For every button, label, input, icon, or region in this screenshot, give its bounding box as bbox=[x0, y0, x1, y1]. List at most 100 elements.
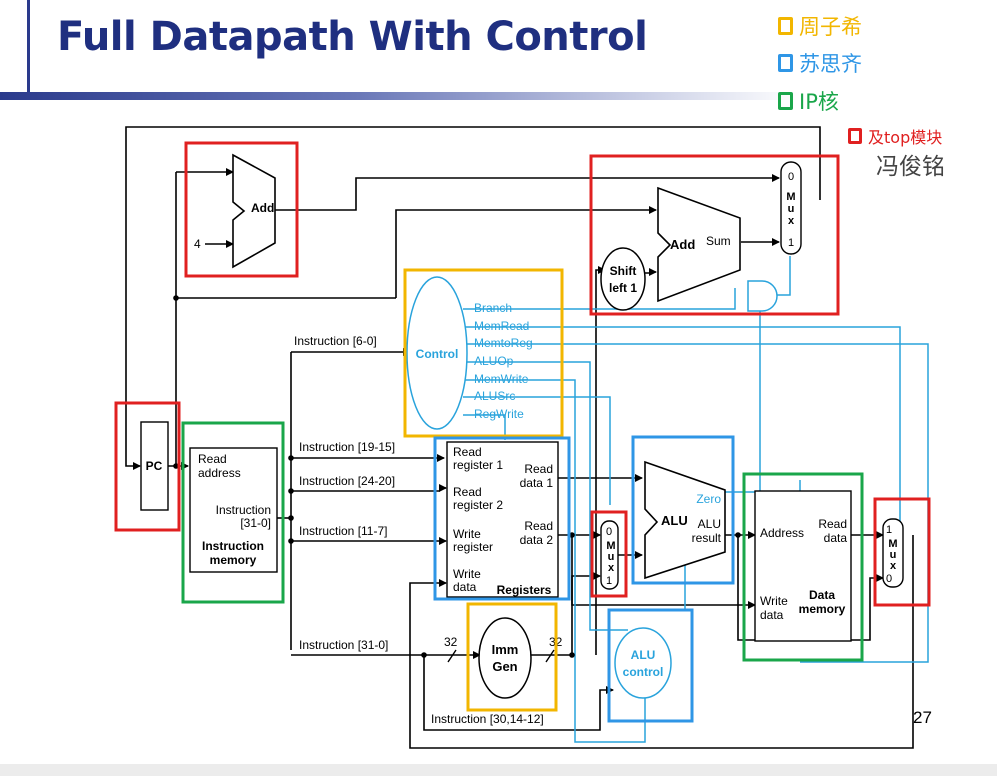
program-counter: PC bbox=[140, 421, 169, 511]
legend-swatch-red bbox=[848, 128, 862, 144]
alu-mux-top: 0 bbox=[606, 526, 612, 538]
reg-read-data-1-b: data 1 bbox=[520, 476, 554, 490]
signal-memtoreg: MemtoReg bbox=[474, 336, 533, 350]
reg-write-data-a: Write bbox=[453, 567, 481, 581]
footer-bar bbox=[0, 764, 997, 776]
reg-read-register-2-b: register 2 bbox=[453, 498, 503, 512]
imem-name-1: Instruction bbox=[202, 539, 264, 553]
alu-zero-label: Zero bbox=[696, 492, 721, 506]
page-number: 27 bbox=[913, 708, 932, 727]
legend-label-blue: 苏思齐 bbox=[799, 52, 862, 76]
title-underline bbox=[0, 92, 800, 100]
pc-label: PC bbox=[146, 459, 163, 473]
imem-instruction-1: Instruction bbox=[216, 503, 271, 517]
reg-read-register-2-a: Read bbox=[453, 485, 482, 499]
box-red-wb-mux bbox=[873, 497, 931, 607]
control-unit: Control bbox=[406, 276, 468, 430]
left-accent-rule bbox=[27, 0, 30, 100]
signal-branch: Branch bbox=[474, 301, 512, 315]
imem-name-2: memory bbox=[210, 553, 257, 567]
alu-control-unit: ALU control bbox=[614, 627, 672, 699]
wb-mux-bottom: 0 bbox=[886, 573, 892, 585]
dmem-read-data-1: Read bbox=[818, 517, 847, 531]
reg-read-data-2-b: data 2 bbox=[520, 533, 554, 547]
register-file: Read register 1 Read register 2 Write re… bbox=[446, 441, 559, 598]
legend-item-green: IP核 bbox=[778, 86, 839, 116]
box-yellow-control bbox=[403, 268, 564, 438]
imm-out-slash bbox=[545, 649, 555, 663]
box-red-pc bbox=[114, 401, 181, 532]
imem-read-address-1: Read bbox=[198, 452, 227, 466]
legend-label-yellow: 周子希 bbox=[799, 15, 862, 39]
signal-regwrite: RegWrite bbox=[474, 407, 524, 421]
label-instr-19-15: Instruction [19-15] bbox=[299, 440, 395, 454]
writeback-mux: 1 M u x 0 bbox=[882, 518, 904, 588]
legend-swatch-yellow bbox=[778, 17, 793, 35]
box-red-branch bbox=[589, 154, 840, 316]
signal-alusrc: ALUSrc bbox=[474, 389, 515, 403]
box-blue-alu-control bbox=[607, 608, 694, 723]
label-instr-6-0: Instruction [6-0] bbox=[294, 334, 377, 348]
and-gate bbox=[747, 280, 778, 312]
box-blue-alu bbox=[631, 435, 735, 585]
label-instr-30-14-12: Instruction [30,14-12] bbox=[431, 712, 544, 726]
alu-mux-x: x bbox=[608, 562, 615, 574]
legend-extra-name: 冯俊铭 bbox=[876, 154, 945, 180]
legend-swatch-green bbox=[778, 92, 793, 110]
branch-mux-u: u bbox=[788, 203, 795, 215]
signal-memread: MemRead bbox=[474, 319, 529, 333]
branch-mux-bottom: 1 bbox=[788, 237, 794, 249]
signal-memwrite: MemWrite bbox=[474, 372, 529, 386]
label-instr-11-7: Instruction [11-7] bbox=[299, 524, 388, 538]
box-yellow-imm-gen bbox=[466, 602, 558, 712]
imm-gen-label-1: Imm bbox=[492, 642, 519, 657]
box-red-pc-adder bbox=[184, 141, 299, 278]
data-memory: Address Read data Write data Data memory bbox=[754, 490, 852, 642]
branch-adder-label: Add bbox=[670, 237, 695, 252]
alu-mux-bottom: 1 bbox=[606, 575, 612, 587]
alu-result-label-2: result bbox=[692, 531, 722, 545]
signal-aluop: ALUOp bbox=[474, 354, 514, 368]
shift-left-label-2: left 1 bbox=[609, 281, 637, 295]
box-green-imem bbox=[181, 421, 285, 604]
imm-in-slash bbox=[447, 649, 457, 663]
label-instr-24-20: Instruction [24-20] bbox=[299, 474, 395, 488]
dmem-name-2: memory bbox=[799, 602, 846, 616]
ownership-boxes bbox=[114, 141, 931, 723]
alu-control-label-2: control bbox=[623, 665, 664, 679]
alu: ALU Zero ALU result bbox=[644, 460, 726, 580]
branch-mux: 0 M u x 1 bbox=[780, 161, 802, 255]
branch-mux-x: x bbox=[788, 215, 795, 227]
wb-mux-m: M bbox=[888, 538, 897, 550]
legend-label-green: IP核 bbox=[799, 90, 839, 114]
control-label: Control bbox=[416, 347, 459, 361]
reg-read-data-1-a: Read bbox=[524, 462, 553, 476]
legend-item-red: 及top模块 bbox=[848, 124, 942, 148]
branch-mux-top: 0 bbox=[788, 171, 794, 183]
sum-label: Sum bbox=[706, 234, 731, 248]
dmem-read-data-2: data bbox=[824, 531, 848, 545]
shift-left-label-1: Shift bbox=[610, 264, 637, 278]
wb-mux-top: 1 bbox=[886, 524, 892, 536]
pc-adder-label: Add bbox=[251, 201, 274, 215]
dmem-write-data-1: Write bbox=[760, 594, 788, 608]
alu-src-mux: 0 M u x 1 bbox=[600, 520, 619, 590]
dmem-address: Address bbox=[760, 526, 804, 540]
dmem-name-1: Data bbox=[809, 588, 835, 602]
reg-read-register-1-b: register 1 bbox=[453, 458, 503, 472]
wb-mux-u: u bbox=[890, 549, 897, 561]
reg-name: Registers bbox=[497, 583, 552, 597]
instruction-memory: Read address Instruction [31-0] Instruct… bbox=[189, 447, 278, 573]
wire-labels: Instruction [6-0] Instruction [19-15] In… bbox=[294, 334, 563, 726]
legend-label-red: 及top模块 bbox=[868, 128, 943, 147]
alu-label: ALU bbox=[661, 513, 688, 528]
alu-mux-u: u bbox=[608, 551, 615, 563]
control-signal-labels: Branch MemRead MemtoReg ALUOp MemWrite A… bbox=[474, 301, 533, 421]
imem-read-address-2: address bbox=[198, 466, 241, 480]
label-instr-31-0: Instruction [31-0] bbox=[299, 638, 388, 652]
dmem-write-data-2: data bbox=[760, 608, 784, 622]
alu-result-label-1: ALU bbox=[698, 517, 721, 531]
imem-instruction-2: [31-0] bbox=[240, 516, 271, 530]
reg-read-data-2-a: Read bbox=[524, 519, 553, 533]
